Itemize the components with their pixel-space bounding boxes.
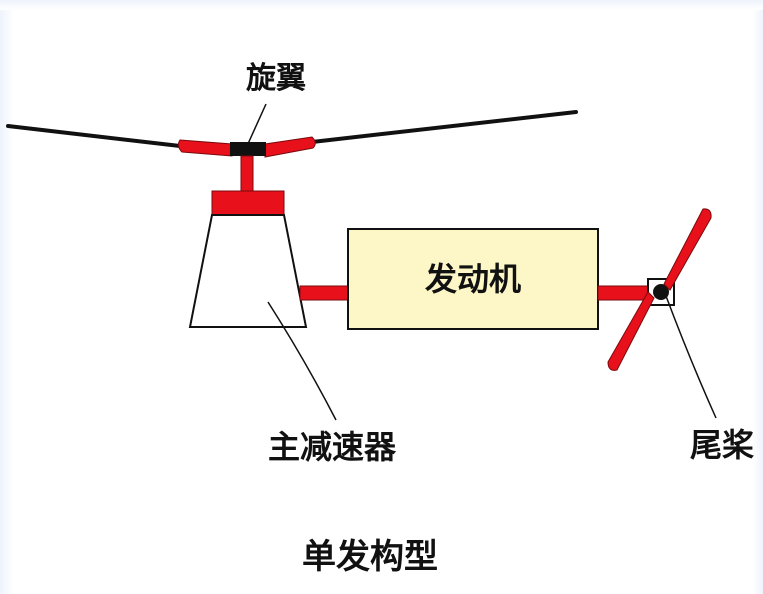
rotor-hub [230,142,266,156]
drive-shaft-tail [597,285,649,301]
rotor-label: 旋翼 [246,61,306,96]
leader-line-rotor [246,103,267,147]
left-edge-shade [0,0,14,594]
engine-label: 发动机 [425,260,521,298]
tail-rotor-blade-lower [607,291,655,371]
rotor-blade-right [310,110,578,144]
gearbox-label: 主减速器 [268,428,397,466]
drive-shaft-main [299,285,351,301]
top-edge-shade [0,0,763,10]
tail-rotor-blade-upper [663,208,712,291]
gearbox-top-plate [211,190,285,216]
engine-body [347,228,599,330]
leader-line-tail-rotor [665,295,717,419]
tail-rotor-hub-center [653,284,669,300]
diagram-caption: 单发构型 [302,537,438,577]
rotor-blade-root-right [264,136,316,158]
tail-rotor-label: 尾桨 [690,426,754,464]
right-edge-shade [753,0,763,594]
main-gearbox-body [188,214,308,328]
rotor-mast [240,155,254,193]
rotor-blade-root-left [177,139,233,157]
leader-line-gearbox [267,301,337,421]
rotor-blade-left [6,124,182,148]
